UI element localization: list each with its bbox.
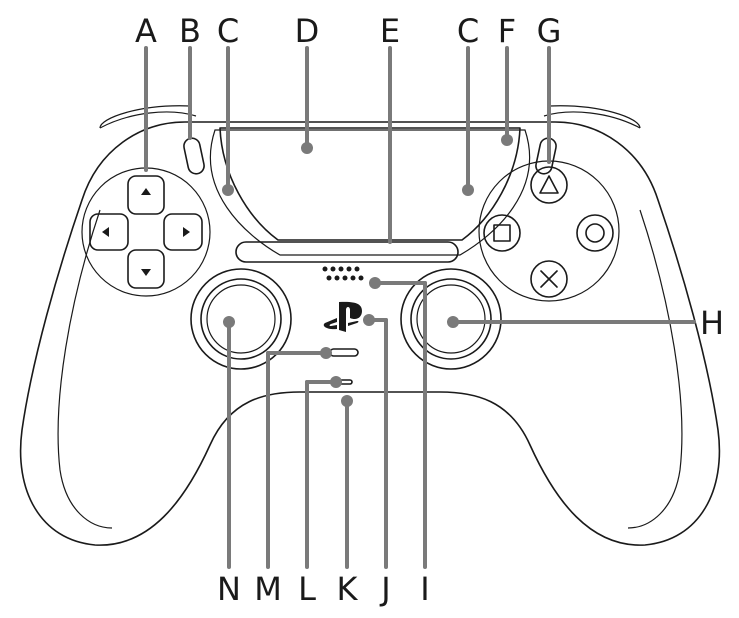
triangle-button[interactable] (530, 166, 568, 204)
callout-d: D (295, 12, 320, 50)
circle-icon (585, 223, 605, 243)
square-button[interactable] (483, 214, 521, 252)
cross-icon (540, 270, 558, 288)
options-button[interactable] (534, 137, 557, 176)
callout-m: M (254, 570, 282, 608)
controller-body (19, 105, 721, 546)
callout-c-right: C (457, 12, 479, 50)
dpad-right-button[interactable] (163, 213, 203, 251)
arrow-up-icon (141, 188, 151, 195)
face-buttons (478, 160, 620, 302)
callout-h: H (700, 304, 724, 342)
mute-button[interactable] (329, 348, 359, 357)
callout-e: E (380, 12, 400, 50)
callout-l: L (298, 570, 316, 608)
dpad (81, 167, 211, 297)
touch-pad[interactable] (219, 127, 521, 241)
create-button[interactable] (182, 137, 205, 176)
arrow-left-icon (102, 227, 109, 237)
arrow-right-icon (183, 227, 190, 237)
arrow-down-icon (141, 269, 151, 276)
right-stick[interactable] (400, 268, 502, 370)
playstation-logo-icon[interactable] (323, 301, 362, 332)
dpad-left-button[interactable] (89, 213, 129, 251)
callout-f: F (498, 12, 516, 50)
callout-b: B (179, 12, 201, 50)
cross-button[interactable] (530, 260, 568, 298)
callout-j: J (379, 570, 390, 608)
callout-k: K (337, 570, 359, 608)
callout-n: N (217, 570, 241, 608)
square-icon (493, 224, 511, 242)
callout-i: I (420, 570, 429, 608)
callout-a: A (135, 12, 157, 50)
callout-labels: A B C D E C F G H N M L K J I (135, 12, 724, 608)
leader-lines (144, 46, 696, 569)
speaker-grill (322, 266, 364, 281)
circle-button[interactable] (576, 214, 614, 252)
dpad-down-button[interactable] (127, 249, 165, 289)
callout-g: G (537, 12, 562, 50)
triangle-icon (539, 175, 559, 194)
left-stick[interactable] (190, 268, 292, 370)
callout-c-left: C (217, 12, 239, 50)
dpad-up-button[interactable] (127, 175, 165, 215)
